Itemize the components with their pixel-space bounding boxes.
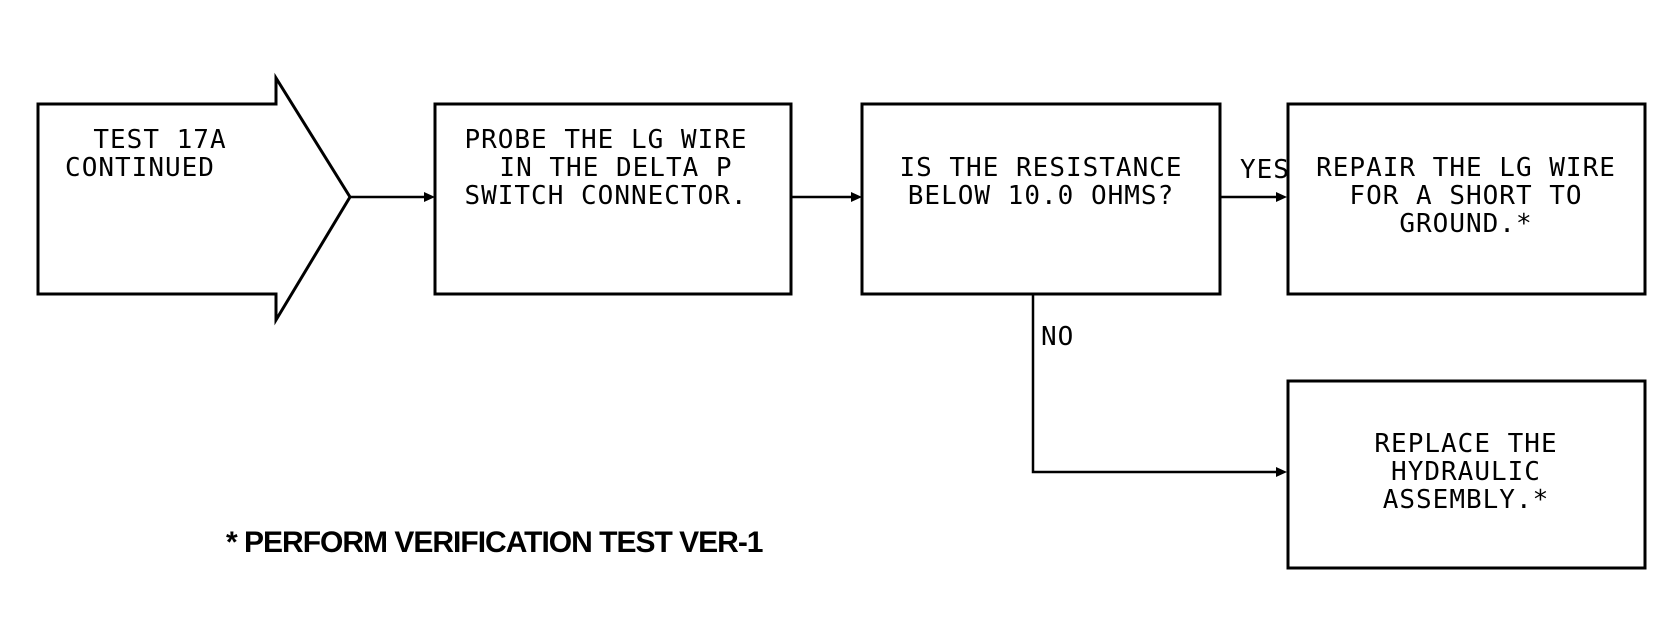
- probe-step-box: PROBE THE LG WIRE IN THE DELTA P SWITCH …: [433, 102, 793, 296]
- replace-step-rect: [1286, 379, 1647, 570]
- connector-yes-branch: YES: [1220, 155, 1290, 202]
- repair-step-line-3: GROUND.*: [1399, 209, 1532, 239]
- start-arrow: TEST 17A CONTINUED: [36, 72, 352, 326]
- decision-rect: [860, 102, 1222, 296]
- start-label-line-2: CONTINUED: [65, 153, 215, 183]
- replace-step-line-3: ASSEMBLY.*: [1383, 485, 1550, 515]
- connector-probe-to-decision: [791, 192, 862, 202]
- replace-step-line-1: REPLACE THE: [1374, 429, 1557, 459]
- repair-step-line-1: REPAIR THE LG WIRE: [1316, 153, 1616, 183]
- footnote: * PERFORM VERIFICATION TEST VER-1: [226, 526, 763, 559]
- connector-no-branch: NO: [1031, 294, 1287, 477]
- probe-step-line-1: PROBE THE LG WIRE: [464, 125, 747, 155]
- yes-label: YES: [1240, 155, 1290, 185]
- decision-line-2: BELOW 10.0 OHMS?: [908, 181, 1174, 211]
- start-label-line-1: TEST 17A: [93, 125, 226, 155]
- decision-line-1: IS THE RESISTANCE: [899, 153, 1182, 183]
- start-arrow-shape: [36, 72, 352, 326]
- probe-step-line-2: IN THE DELTA P: [499, 153, 732, 183]
- connector-start-to-probe: [350, 192, 435, 202]
- replace-step-line-2: HYDRAULIC: [1391, 457, 1541, 487]
- no-label: NO: [1041, 322, 1074, 352]
- replace-step-box: REPLACE THE HYDRAULIC ASSEMBLY.*: [1286, 379, 1647, 570]
- decision-box: IS THE RESISTANCE BELOW 10.0 OHMS?: [860, 102, 1222, 296]
- repair-step-line-2: FOR A SHORT TO: [1349, 181, 1582, 211]
- repair-step-box: REPAIR THE LG WIRE FOR A SHORT TO GROUND…: [1286, 102, 1647, 296]
- probe-step-line-3: SWITCH CONNECTOR.: [464, 181, 747, 211]
- repair-step-rect: [1286, 102, 1647, 296]
- probe-step-rect: [433, 102, 793, 296]
